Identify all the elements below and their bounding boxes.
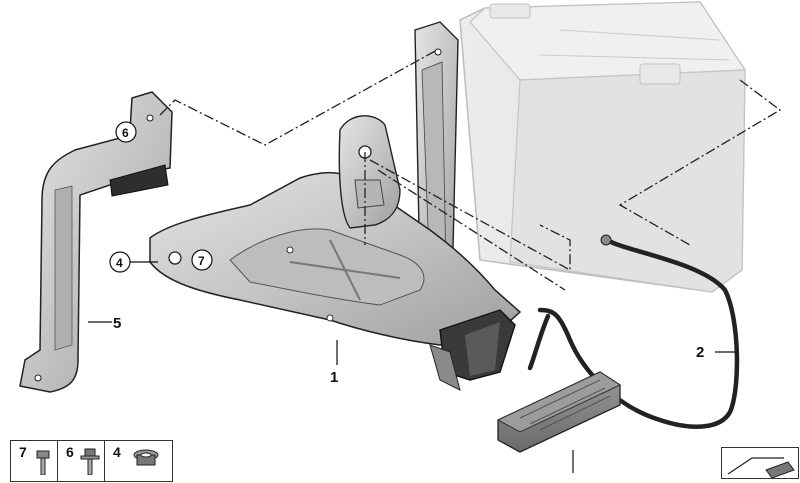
flange-bolt-icon: [80, 448, 100, 475]
callout-1: 1: [330, 369, 338, 386]
svg-text:6: 6: [122, 126, 129, 140]
parts-cell-label: 4: [113, 444, 121, 460]
leader-lines: [88, 261, 738, 473]
orientation-icon: [727, 457, 795, 479]
side-bracket: [19, 91, 173, 393]
callout-7: 7: [191, 249, 213, 271]
grommet-icon: [133, 449, 159, 466]
bolt-icon: [36, 450, 50, 475]
ground-cable: [527, 234, 740, 429]
parts-table: 7 6 4: [10, 440, 173, 482]
parts-cell-7: 7: [11, 441, 58, 481]
parts-cell-4: 4: [105, 441, 172, 481]
callout-4: 4: [109, 251, 131, 273]
assembly-lines: [159, 49, 782, 291]
battery-tray-diagram: 1 2 5 4 7 6: [19, 1, 782, 473]
svg-text:7: 7: [198, 254, 205, 268]
rubber-pad: [496, 371, 622, 453]
parts-cell-label: 6: [66, 444, 74, 460]
parts-cell-label: 7: [19, 444, 27, 460]
parts-cell-6: 6: [58, 441, 105, 481]
callout-2: 2: [696, 344, 704, 361]
callout-6: 6: [115, 121, 137, 143]
callout-5: 5: [113, 315, 121, 332]
orientation-box: [721, 447, 799, 479]
battery: [459, 1, 747, 293]
battery-tray: [149, 115, 522, 391]
svg-text:4: 4: [116, 256, 123, 270]
